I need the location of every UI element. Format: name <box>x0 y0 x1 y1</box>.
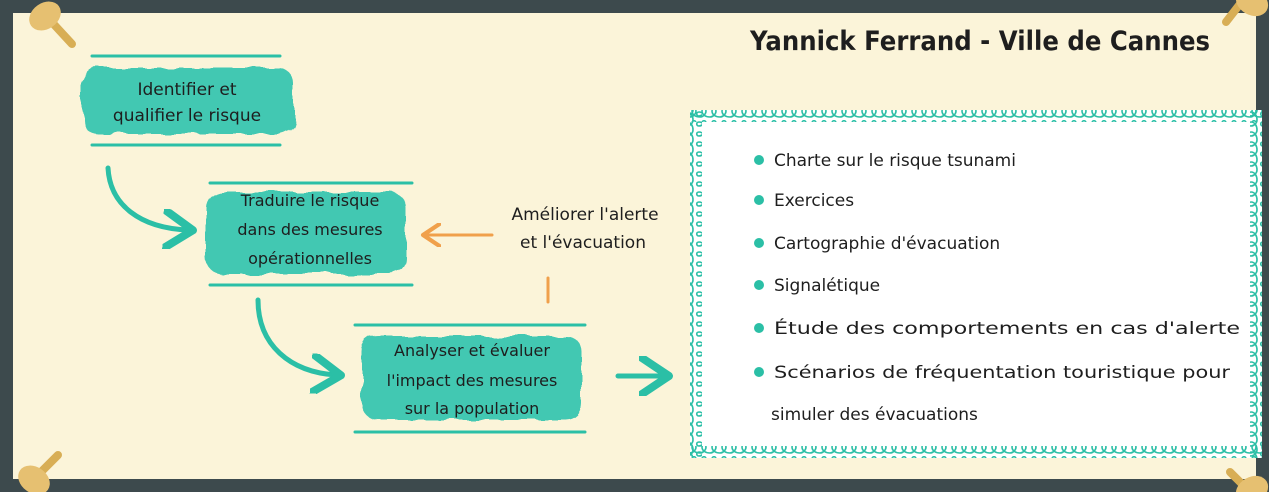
pin-icon <box>1226 468 1269 492</box>
bullet-icon <box>754 238 764 248</box>
feedback-label-line: Améliorer l'alerte <box>511 205 658 225</box>
step-identify: Identifier et qualifier le risque <box>82 54 294 147</box>
bullet-icon <box>754 367 764 377</box>
highlight-blob <box>362 336 582 420</box>
curly-border <box>690 446 1262 458</box>
step-label-line: Analyser et évaluer <box>394 341 550 360</box>
curly-border <box>690 110 1262 122</box>
step-label-line: sur la population <box>405 399 540 418</box>
action-item-continuation: simuler des évacuations <box>771 405 978 425</box>
step-label-line: Traduire le risque <box>240 191 380 210</box>
step-analyse: Analyser et évaluer l'impact des mesures… <box>353 323 587 434</box>
action-item: Scénarios de fréquentation touristique p… <box>774 363 1230 383</box>
bullet-icon <box>754 195 764 205</box>
pin-icon <box>18 451 62 492</box>
curly-border <box>1250 110 1262 458</box>
step-label-line: qualifier le risque <box>113 106 261 126</box>
action-item: Signalétique <box>774 276 880 296</box>
pin-icon <box>29 1 76 48</box>
step-label-line: opérationnelles <box>248 249 372 268</box>
action-item: Étude des comportements en cas d'alerte <box>774 317 1240 339</box>
step-translate: Traduire le risque dans des mesures opér… <box>206 181 414 287</box>
highlight-blob <box>206 192 406 274</box>
arrow-step2-to-step3 <box>255 297 336 375</box>
curly-border <box>690 110 702 458</box>
feedback-label-line: et l'évacuation <box>520 233 646 253</box>
step-label-line: Identifier et <box>137 80 236 100</box>
action-item: Exercices <box>774 191 854 211</box>
arrow-step1-to-step2 <box>105 165 188 230</box>
author-title: Yannick Ferrand - Ville de Cannes <box>749 26 1210 57</box>
pin-icon <box>1222 0 1269 26</box>
action-item: Cartographie d'évacuation <box>774 234 1000 254</box>
highlight-blob <box>82 68 294 134</box>
step-label-line: l'impact des mesures <box>387 371 558 390</box>
feedback-loop: Améliorer l'alerte et l'évacuation <box>426 205 659 304</box>
step-label-line: dans des mesures <box>237 220 382 239</box>
bullet-icon <box>754 280 764 290</box>
action-item: Charte sur le risque tsunami <box>774 151 1016 171</box>
bullet-icon <box>754 155 764 165</box>
bullet-icon <box>754 323 764 333</box>
actions-panel: Charte sur le risque tsunami Exercices C… <box>690 110 1262 458</box>
